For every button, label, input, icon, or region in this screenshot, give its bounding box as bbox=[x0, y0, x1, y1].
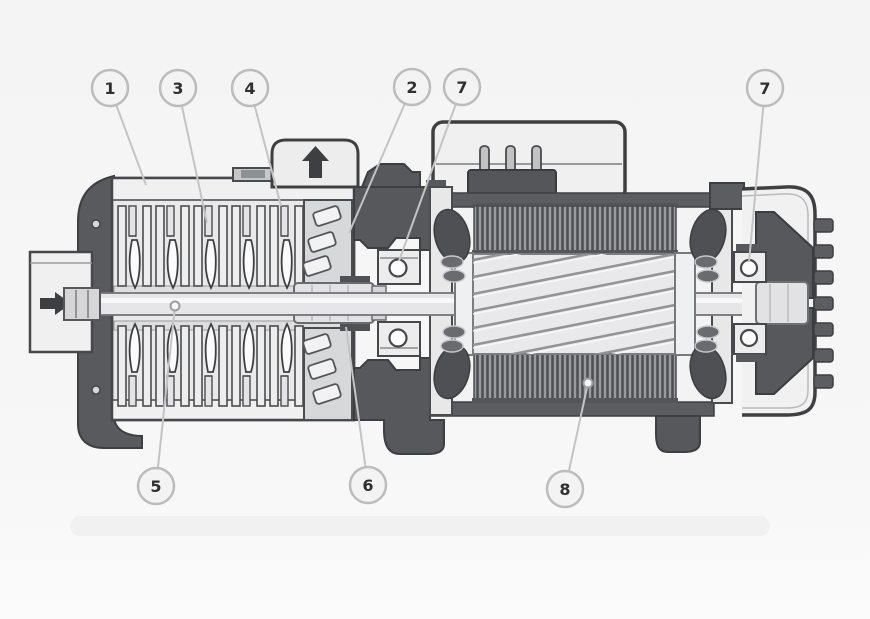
callout-4-label: 4 bbox=[244, 79, 255, 98]
callout-3: 3 bbox=[158, 68, 198, 108]
leader-line-3 bbox=[177, 87, 208, 224]
callout-5: 5 bbox=[136, 466, 176, 506]
leader-line-5 bbox=[155, 305, 176, 487]
bearing-ball bbox=[739, 328, 759, 348]
up-arrow-icon bbox=[302, 146, 329, 178]
callout-4: 4 bbox=[230, 68, 270, 108]
leader-dot-8 bbox=[582, 377, 594, 389]
fan-cover-ribs bbox=[813, 218, 834, 389]
callout-8-label: 8 bbox=[559, 480, 570, 499]
motor-foot bbox=[655, 415, 701, 453]
rotor-end-ring bbox=[454, 252, 474, 356]
callout-7-right-label: 7 bbox=[759, 79, 770, 98]
frame-bottom bbox=[429, 401, 715, 417]
ejector-slot-plate-bottom bbox=[301, 327, 353, 421]
bearing-ball bbox=[388, 328, 408, 348]
leader-line-7a bbox=[398, 86, 463, 262]
leader-line-2 bbox=[348, 86, 413, 234]
bearing-drive-end bbox=[377, 249, 421, 357]
callout-6-label: 6 bbox=[362, 476, 373, 495]
cap-bolt bbox=[91, 385, 101, 395]
callout-8: 8 bbox=[545, 469, 585, 509]
rotor bbox=[454, 252, 696, 356]
rotor-end-ring bbox=[674, 252, 696, 356]
bearing-ball bbox=[739, 258, 759, 278]
callout-6: 6 bbox=[348, 465, 388, 505]
terminal-block bbox=[467, 169, 557, 197]
callout-3-label: 3 bbox=[172, 79, 183, 98]
callout-1-label: 1 bbox=[104, 79, 115, 98]
mechanical-seal-upper bbox=[340, 276, 370, 287]
callout-5-label: 5 bbox=[150, 477, 161, 496]
bracket-lower-foot bbox=[353, 357, 453, 455]
bearing-ball bbox=[388, 258, 408, 278]
fan-hub bbox=[755, 281, 809, 325]
callout-1: 1 bbox=[90, 68, 130, 108]
leader-line-7b bbox=[748, 87, 766, 263]
stator-end-windings bbox=[433, 208, 727, 400]
shaft-nut bbox=[63, 287, 101, 321]
callout-2: 2 bbox=[392, 67, 432, 107]
leader-lines bbox=[109, 86, 766, 490]
callout-7-right: 7 bbox=[745, 68, 785, 108]
ground-shadow bbox=[70, 516, 770, 536]
callout-7-left: 7 bbox=[442, 67, 482, 107]
stator-winding bbox=[472, 203, 678, 403]
leader-line-6 bbox=[345, 326, 369, 486]
rotor-skew-bars bbox=[473, 254, 675, 354]
fan-assembly bbox=[741, 185, 834, 417]
callout-7-left-label: 7 bbox=[456, 78, 467, 97]
leader-dot-5 bbox=[169, 300, 181, 312]
callout-2-label: 2 bbox=[406, 78, 417, 97]
cap-bolt bbox=[91, 219, 101, 229]
leader-line-4 bbox=[249, 87, 282, 207]
